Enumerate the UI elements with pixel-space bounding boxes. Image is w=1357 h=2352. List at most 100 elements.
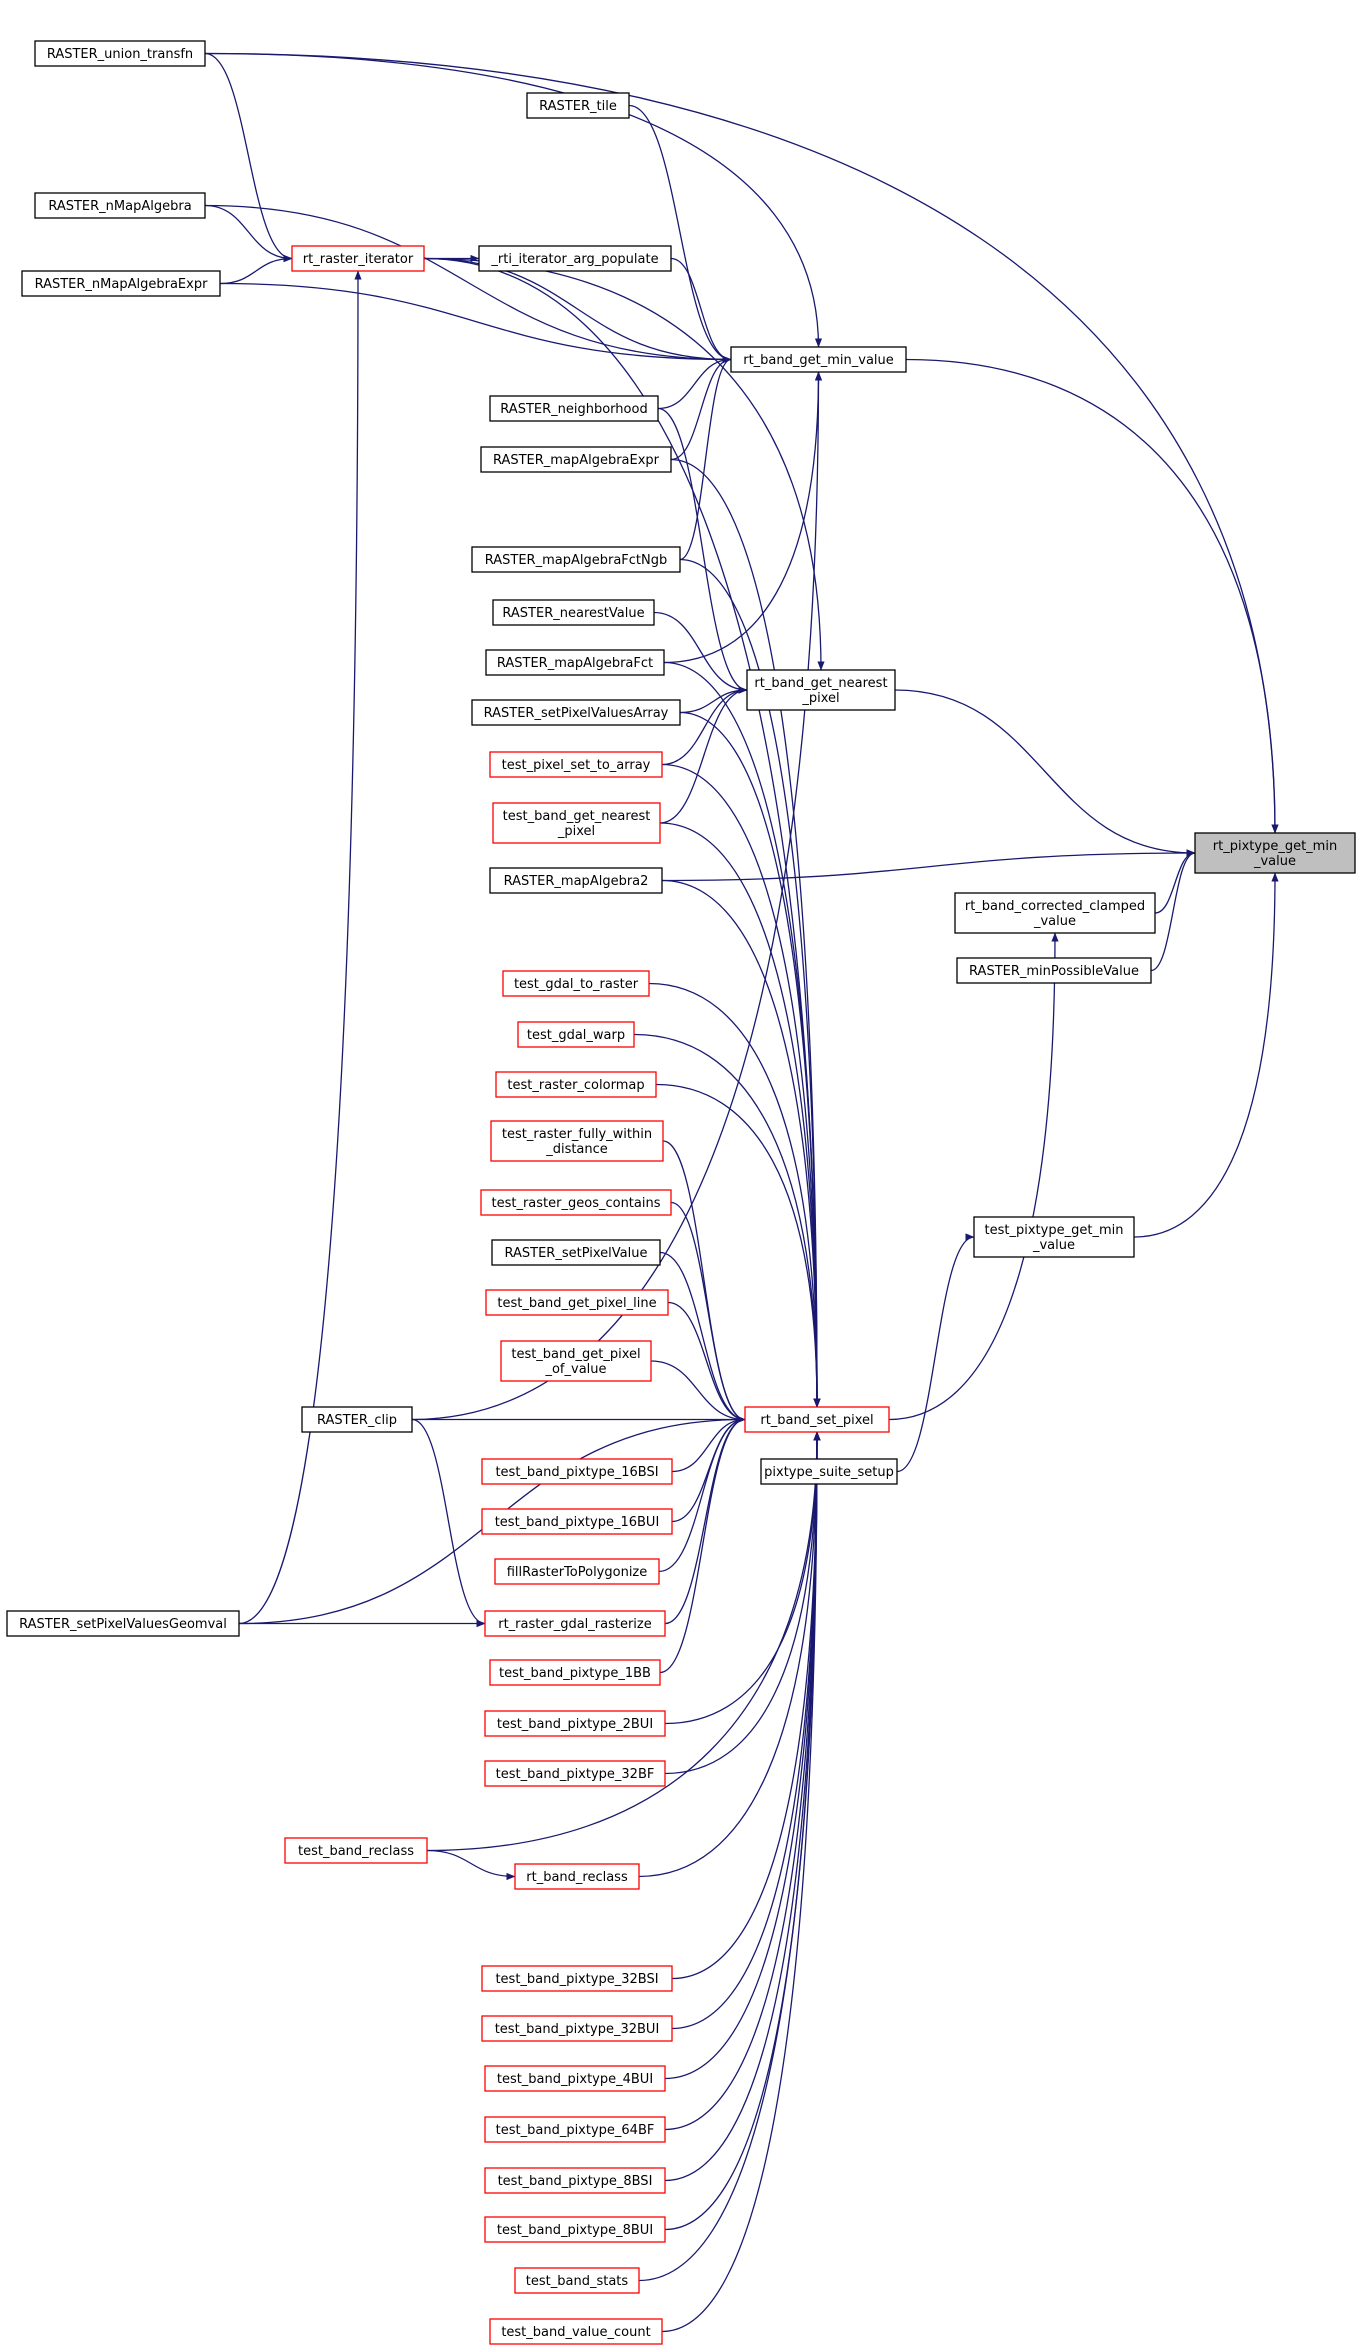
node-label: RASTER_setPixelValue <box>505 1246 648 1261</box>
node-t8bsi[interactable]: test_band_pixtype_8BSI <box>484 2167 666 2194</box>
node-focus[interactable]: rt_pixtype_get_min_value <box>1194 832 1356 874</box>
node-label: test_band_value_count <box>501 2325 650 2340</box>
edge-mapalgebra2-to-focus <box>661 849 1196 882</box>
node-label: test_band_pixtype_64BF <box>496 2123 655 2138</box>
node-nearestvalue[interactable]: RASTER_nearestValue <box>492 599 655 626</box>
node-label: _value <box>1033 914 1076 929</box>
node-box <box>973 1216 1135 1258</box>
node-t1bb[interactable]: test_band_pixtype_1BB <box>489 1659 661 1686</box>
node-box <box>484 2216 666 2243</box>
node-nmapalgebraexpr[interactable]: RASTER_nMapAlgebraExpr <box>21 270 221 297</box>
node-t32bui[interactable]: test_band_pixtype_32BUI <box>481 2015 673 2042</box>
node-setpixelvaluesarray[interactable]: RASTER_setPixelValuesArray <box>471 699 681 726</box>
node-label: RASTER_setPixelValuesArray <box>484 706 669 721</box>
node-test-gdal-warp[interactable]: test_gdal_warp <box>517 1021 635 1048</box>
node-box <box>730 346 907 373</box>
node-test-gdal-to-raster[interactable]: test_gdal_to_raster <box>502 970 650 997</box>
node-minpossiblevalue[interactable]: RASTER_minPossibleValue <box>956 957 1152 984</box>
node-box <box>514 1863 640 1890</box>
node-band-reclass[interactable]: rt_band_reclass <box>514 1863 640 1890</box>
node-t32bf[interactable]: test_band_pixtype_32BF <box>484 1760 666 1787</box>
node-box <box>489 751 663 778</box>
node-raster-tile[interactable]: RASTER_tile <box>526 92 630 119</box>
edge-pixtype-suite-setup-to-test-pixtype-get-min <box>896 1233 975 1473</box>
node-band-get-nearest[interactable]: rt_band_get_nearest_pixel <box>746 669 896 711</box>
node-test-raster-colormap[interactable]: test_raster_colormap <box>495 1071 657 1098</box>
node-mapalgebrafctngb[interactable]: RASTER_mapAlgebraFctNgb <box>471 546 681 573</box>
node-label: test_band_get_pixel <box>511 1347 640 1362</box>
node-test-band-get-nearest[interactable]: test_band_get_nearest_pixel <box>492 802 661 844</box>
node-nmapalgebra[interactable]: RASTER_nMapAlgebra <box>34 192 206 219</box>
edge-t16bsi-to-band-set-pixel <box>671 1415 746 1473</box>
node-label: test_band_pixtype_1BB <box>499 1666 651 1681</box>
node-rti-populate[interactable]: _rti_iterator_arg_populate <box>478 245 672 272</box>
node-union-transfn[interactable]: RASTER_union_transfn <box>34 40 206 67</box>
edge-test-gdal-warp-to-band-set-pixel <box>633 1033 821 1408</box>
node-t16bui[interactable]: test_band_pixtype_16BUI <box>481 1508 673 1535</box>
edge-mapalgebraexpr-to-band-set-pixel <box>670 458 821 1408</box>
node-t4bui[interactable]: test_band_pixtype_4BUI <box>484 2065 666 2092</box>
node-band-set-pixel[interactable]: rt_band_set_pixel <box>744 1406 890 1433</box>
node-setpixelvalue[interactable]: RASTER_setPixelValue <box>491 1239 661 1266</box>
node-label: test_gdal_to_raster <box>514 977 639 992</box>
node-t8bui[interactable]: test_band_pixtype_8BUI <box>484 2216 666 2243</box>
node-test-fully-within[interactable]: test_raster_fully_within_distance <box>490 1120 664 1162</box>
node-geomval[interactable]: RASTER_setPixelValuesGeomval <box>6 1610 240 1637</box>
node-t64bf[interactable]: test_band_pixtype_64BF <box>484 2116 666 2143</box>
node-mapalgebrafct[interactable]: RASTER_mapAlgebraFct <box>485 649 665 676</box>
node-gdal-rasterize[interactable]: rt_raster_gdal_rasterize <box>484 1610 666 1637</box>
node-label: RASTER_nearestValue <box>502 606 644 621</box>
node-fillraster[interactable]: fillRasterToPolygonize <box>494 1558 660 1585</box>
node-box <box>494 1558 660 1585</box>
edge-band-get-min-to-focus <box>905 358 1279 834</box>
node-test-pixtype-get-min[interactable]: test_pixtype_get_min_value <box>973 1216 1135 1258</box>
node-label: test_band_reclass <box>298 1844 414 1859</box>
node-label: rt_raster_gdal_rasterize <box>498 1617 652 1632</box>
edge-test-pixel-set-to-array-to-band-get-nearest <box>661 686 748 766</box>
node-neighborhood[interactable]: RASTER_neighborhood <box>489 395 659 422</box>
node-label: _distance <box>545 1142 608 1157</box>
node-test-value-count[interactable]: test_band_value_count <box>489 2318 663 2345</box>
node-label: RASTER_mapAlgebra2 <box>504 874 649 889</box>
node-raster-iterator[interactable]: rt_raster_iterator <box>291 245 425 272</box>
edge-test-pixtype-get-min-to-focus <box>1133 872 1279 1238</box>
node-box <box>21 270 221 297</box>
node-raster-clip[interactable]: RASTER_clip <box>301 1406 413 1433</box>
node-box <box>480 1189 672 1216</box>
node-label: test_raster_geos_contains <box>492 1196 661 1211</box>
node-test-band-reclass[interactable]: test_band_reclass <box>284 1837 428 1864</box>
node-label: test_band_pixtype_16BUI <box>495 1515 660 1530</box>
edge-raster-tile-to-band-get-min <box>628 104 732 364</box>
node-box <box>492 802 661 844</box>
node-t32bsi[interactable]: test_band_pixtype_32BSI <box>481 1965 673 1992</box>
node-test-pixel-of-value[interactable]: test_band_get_pixel_of_value <box>500 1340 652 1382</box>
node-mapalgebra2[interactable]: RASTER_mapAlgebra2 <box>489 867 663 894</box>
node-t2bui[interactable]: test_band_pixtype_2BUI <box>484 1710 666 1737</box>
edge-t1bb-to-band-set-pixel <box>659 1415 746 1674</box>
node-corrected-clamped[interactable]: rt_band_corrected_clamped_value <box>954 892 1156 934</box>
edge-nmapalgebra-to-raster-iterator <box>204 204 293 263</box>
edge-nmapalgebra-to-band-get-min <box>204 204 732 364</box>
node-label: rt_band_corrected_clamped <box>965 899 1145 914</box>
node-label: _value <box>1032 1238 1075 1253</box>
node-box <box>481 1508 673 1535</box>
node-box <box>526 92 630 119</box>
node-test-band-stats[interactable]: test_band_stats <box>514 2267 640 2294</box>
node-box <box>478 245 672 272</box>
node-label: RASTER_mapAlgebraFct <box>497 656 653 671</box>
node-test-pixel-line[interactable]: test_band_get_pixel_line <box>485 1289 669 1316</box>
node-label: test_band_pixtype_2BUI <box>497 1717 653 1732</box>
node-box <box>484 1610 666 1637</box>
node-label: rt_band_get_nearest <box>754 676 887 691</box>
node-band-get-min[interactable]: rt_band_get_min_value <box>730 346 907 373</box>
edge-fillraster-to-band-set-pixel <box>658 1415 746 1573</box>
node-test-geos-contains[interactable]: test_raster_geos_contains <box>480 1189 672 1216</box>
node-test-pixel-set-to-array[interactable]: test_pixel_set_to_array <box>489 751 663 778</box>
node-mapalgebraexpr[interactable]: RASTER_mapAlgebraExpr <box>480 446 672 473</box>
edge-test-pixel-line-to-band-set-pixel <box>667 1301 746 1424</box>
edge-geomval-to-raster-iterator <box>238 270 362 1625</box>
node-t16bsi[interactable]: test_band_pixtype_16BSI <box>481 1458 673 1485</box>
edge-band-set-pixel-to-corrected-clamped <box>888 932 1059 1421</box>
node-box <box>484 1760 666 1787</box>
node-pixtype-suite-setup[interactable]: pixtype_suite_setup <box>760 1458 898 1485</box>
